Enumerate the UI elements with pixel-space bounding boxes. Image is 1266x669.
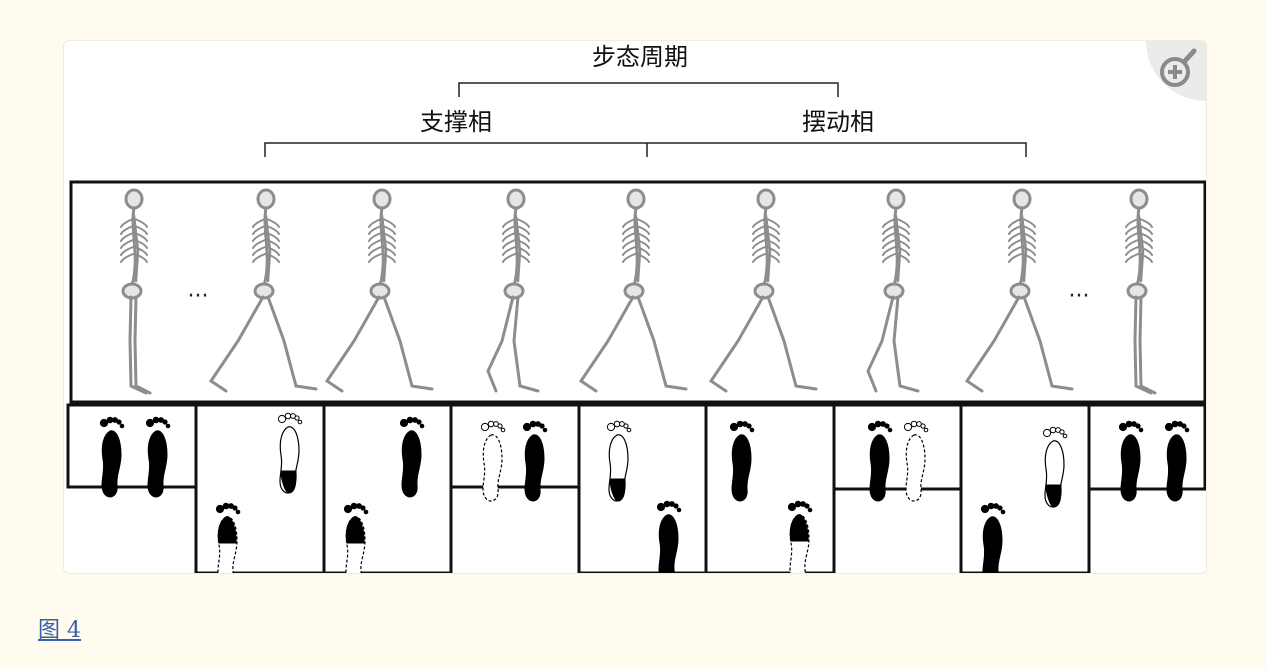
- footprint-box: [577, 403, 708, 573]
- skeleton-figure: [964, 188, 1074, 393]
- footprint-box: [959, 403, 1091, 573]
- footprint-box: [322, 403, 453, 573]
- footprint-box: [449, 403, 581, 502]
- footprint-icon: [215, 502, 241, 573]
- footprint-icon: [1042, 426, 1068, 508]
- swing-phase-label: 摆动相: [802, 108, 874, 136]
- footprint-icon: [867, 420, 893, 502]
- gait-cycle-diagram: 步态周期 支撑相 摆动相 ··· ···: [66, 43, 1206, 573]
- skeleton-figure: [324, 188, 434, 393]
- footprint-icon: [480, 420, 506, 502]
- footprint-box: [1087, 403, 1206, 502]
- footprint-icon: [99, 416, 125, 498]
- figure-card: 步态周期 支撑相 摆动相 ··· ···: [63, 40, 1207, 574]
- figure-caption-link[interactable]: 图 4: [38, 618, 81, 643]
- ellipsis-right: ···: [1069, 284, 1090, 309]
- footprint-icon: [729, 420, 755, 502]
- skeleton-figure: [578, 188, 688, 393]
- footprint-icon: [606, 420, 632, 502]
- gait-cycle-label: 步态周期: [592, 43, 688, 71]
- footprint-row: [66, 403, 1206, 573]
- skeleton-figure: [208, 188, 318, 393]
- skeleton-sequence: [120, 188, 1157, 395]
- ellipsis-left: ···: [188, 284, 209, 309]
- skeleton-figure: [486, 188, 540, 393]
- skeleton-figure: [120, 188, 152, 395]
- footprint-box: [832, 403, 963, 502]
- footprint-icon: [656, 500, 682, 573]
- footprint-box: [704, 403, 836, 573]
- footprint-icon: [343, 502, 369, 573]
- footprint-icon: [145, 416, 171, 498]
- footprint-icon: [1118, 420, 1144, 502]
- footprint-box: [66, 403, 198, 498]
- footprint-icon: [399, 416, 425, 498]
- footprint-icon: [787, 500, 813, 573]
- phase-bracket: [264, 142, 1027, 157]
- footprint-box: [194, 403, 326, 573]
- skeleton-figure: [708, 188, 818, 393]
- footprint-icon: [277, 412, 303, 494]
- footprint-icon: [980, 502, 1006, 573]
- skeleton-figure: [1125, 188, 1157, 395]
- stance-phase-label: 支撑相: [420, 108, 492, 136]
- gait-cycle-bracket: [458, 82, 839, 97]
- footprint-icon: [903, 420, 929, 502]
- skeleton-figure: [866, 188, 920, 393]
- footprint-icon: [1164, 420, 1190, 502]
- footprint-icon: [522, 420, 548, 502]
- zoom-in-icon: [1160, 48, 1197, 87]
